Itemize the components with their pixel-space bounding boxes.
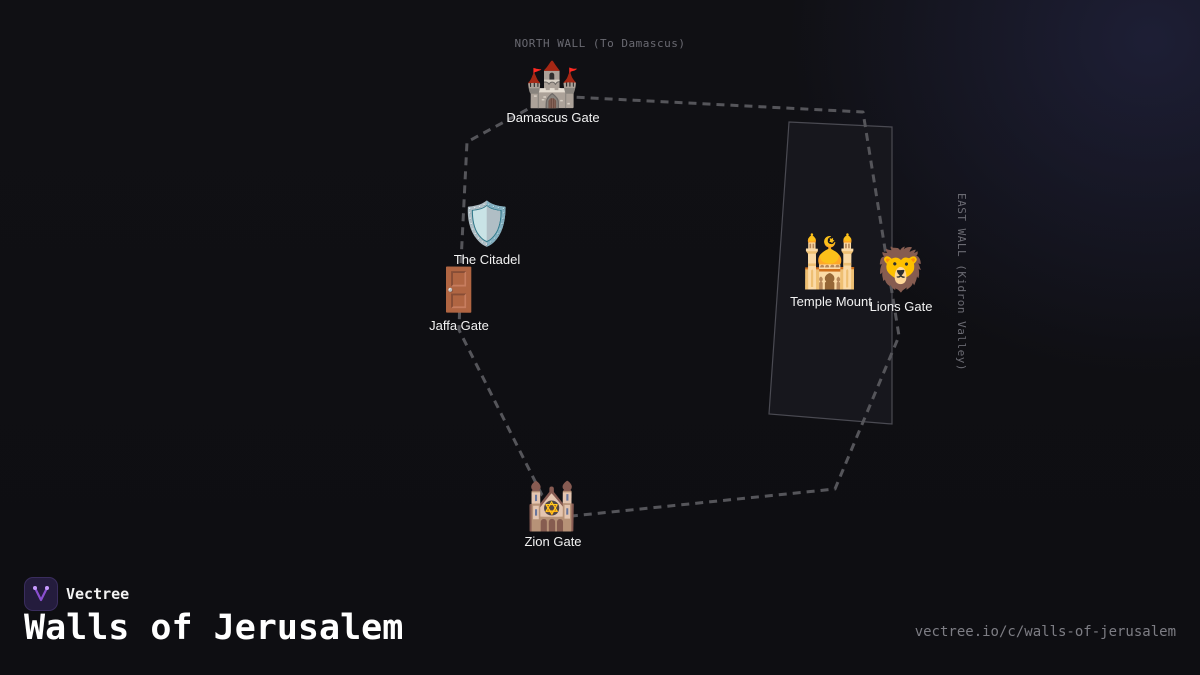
page-url[interactable]: vectree.io/c/walls-of-jerusalem — [914, 624, 1176, 640]
site-lions-gate[interactable]: 🦁 Lions Gate — [870, 245, 933, 314]
brand[interactable]: Vectree — [24, 577, 129, 611]
site-the-citadel[interactable]: 🛡️ The Citadel — [454, 199, 521, 267]
site-jaffa-gate[interactable]: 🚪 Jaffa Gate — [429, 265, 489, 333]
east-wall-label: EAST WALL (Kidron Valley) — [955, 193, 968, 371]
mosque-icon: 🕌 — [799, 232, 861, 291]
site-label-damascus-gate: Damascus Gate — [506, 110, 599, 125]
site-label-zion-gate: Zion Gate — [524, 534, 581, 549]
page-title: Walls of Jerusalem — [24, 608, 404, 648]
site-label-jaffa-gate: Jaffa Gate — [429, 318, 489, 333]
lion-icon: 🦁 — [875, 245, 927, 294]
brand-name: Vectree — [66, 585, 130, 603]
site-zion-gate[interactable]: 🕍 Zion Gate — [523, 479, 581, 549]
site-label-lions-gate: Lions Gate — [870, 299, 933, 314]
site-damascus-gate[interactable]: 🏰 Damascus Gate — [506, 59, 599, 125]
shield-icon: 🛡️ — [461, 199, 513, 248]
castle-icon: 🏰 — [525, 59, 580, 110]
site-label-the-citadel: The Citadel — [454, 252, 521, 267]
vectree-logo-icon — [24, 577, 58, 611]
temple-mount-area — [768, 121, 893, 425]
north-wall-label: NORTH WALL (To Damascus) — [515, 37, 686, 50]
door-icon: 🚪 — [433, 265, 485, 314]
synagogue-icon: 🕍 — [523, 479, 580, 533]
city-wall-outline — [457, 94, 901, 518]
site-label-temple-mount: Temple Mount — [790, 294, 872, 309]
site-temple-mount[interactable]: 🕌 Temple Mount — [790, 232, 872, 309]
